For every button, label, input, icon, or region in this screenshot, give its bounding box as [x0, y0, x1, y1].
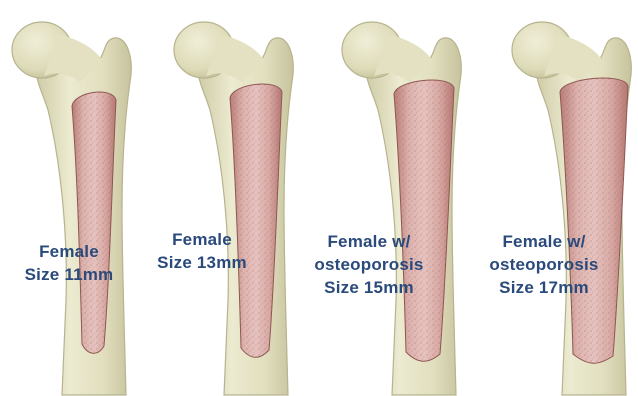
- specimen-label-line: osteoporosis: [473, 253, 615, 276]
- femur-bone: [342, 22, 461, 395]
- specimen-label: Female Size 13mm: [137, 228, 267, 274]
- specimen-label-line: Female: [137, 228, 267, 251]
- specimen-label: Female Size 11mm: [4, 240, 134, 286]
- femur-bone: [174, 22, 293, 395]
- femur-bone: [12, 22, 131, 395]
- specimen-label: Female w/ osteoporosis Size 15mm: [298, 230, 440, 299]
- specimen-label-line: Size 11mm: [4, 263, 134, 286]
- specimen-label-line: Female w/: [473, 230, 615, 253]
- femur-bone: [512, 22, 631, 395]
- specimen-label: Female w/ osteoporosis Size 17mm: [473, 230, 615, 299]
- specimen-label-line: Female: [4, 240, 134, 263]
- specimen-label-line: Female w/: [298, 230, 440, 253]
- specimen-label-line: osteoporosis: [298, 253, 440, 276]
- specimen-label-line: Size 15mm: [298, 276, 440, 299]
- specimen-label-line: Size 17mm: [473, 276, 615, 299]
- specimen-label-line: Size 13mm: [137, 251, 267, 274]
